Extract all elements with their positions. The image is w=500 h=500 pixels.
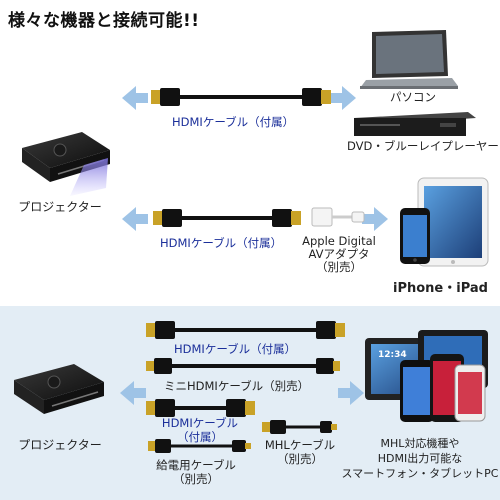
projector-label-bottom: プロジェクター (18, 438, 102, 452)
arrow-left-row1 (122, 86, 148, 110)
hdmi-cable-label-bottom1: HDMIケーブル（付属） (174, 342, 297, 356)
projector-label-top: プロジェクター (18, 200, 102, 214)
mobile-device-label: MHL対応機種や HDMI出力可能な スマートフォン・タブレットPC (340, 436, 500, 481)
iphone-icon (400, 208, 430, 264)
power-cable-label-line1: 給電用ケーブル (156, 458, 236, 472)
mhl-cable-icon (262, 420, 337, 434)
mobile-device-label-line1: MHL対応機種や (380, 437, 460, 450)
ios-device-label: iPhone・iPad (393, 281, 488, 296)
mini-hdmi-cable-bottom2 (146, 358, 340, 374)
mhl-cable-label: MHLケーブル （別売） (258, 438, 342, 466)
apple-adapter-label-line3: （別売） (316, 260, 362, 274)
arrow-right-bottom (338, 381, 364, 405)
hdmi-cable-row2 (153, 209, 301, 227)
mhl-cable-label-line2: （別売） (277, 452, 323, 466)
laptop-label: パソコン (390, 90, 436, 104)
mobile-device-label-line3: スマートフォン・タブレットPC (341, 467, 499, 480)
arrow-right-row2 (362, 207, 388, 231)
apple-adapter-label-line2: AVアダプタ (308, 247, 370, 261)
mini-hdmi-cable-label: ミニHDMIケーブル（別売） (164, 379, 310, 393)
mobile-device-label-line2: HDMI出力可能な (377, 452, 463, 465)
bluray-player-icon (354, 112, 476, 136)
projector-icon (22, 132, 110, 196)
hdmi-cable-label-row2: HDMIケーブル（付属） (160, 236, 283, 250)
hdmi-cable-bottom1 (146, 321, 345, 339)
power-cable-bottom4 (148, 439, 251, 453)
hdmi-cable-bottom3 (146, 399, 255, 417)
arrow-right-row1 (330, 86, 356, 110)
hdmi-cable-label-bottom3-line1: HDMIケーブル (161, 416, 239, 430)
ipad-icon (417, 177, 489, 267)
power-cable-label: 給電用ケーブル （別売） (150, 458, 242, 486)
tablet-clock-text: 12:34 (378, 350, 407, 360)
hdmi-cable-label-bottom3: HDMIケーブル （付属） (158, 416, 242, 444)
power-cable-label-line2: （別売） (173, 472, 219, 486)
mhl-cable-label-line1: MHLケーブル (264, 438, 336, 452)
page-title: 様々な機器と接続可能!! (8, 11, 200, 31)
bluray-label: DVD・ブルーレイプレーヤー (347, 139, 499, 153)
arrow-left-row2 (122, 207, 148, 231)
hdmi-cable-row1 (151, 88, 331, 106)
arrow-left-bottom (120, 381, 146, 405)
hdmi-cable-label-bottom3-line2: （付属） (177, 430, 223, 444)
smartphone-icon (400, 354, 486, 422)
apple-av-adapter-icon (311, 207, 365, 227)
laptop-icon (360, 30, 458, 89)
hdmi-cable-label-row1: HDMIケーブル（付属） (172, 115, 295, 129)
projector-icon (14, 364, 104, 414)
apple-adapter-label: Apple Digital AVアダプタ （別売） (300, 235, 378, 274)
apple-adapter-label-line1: Apple Digital (302, 234, 376, 248)
